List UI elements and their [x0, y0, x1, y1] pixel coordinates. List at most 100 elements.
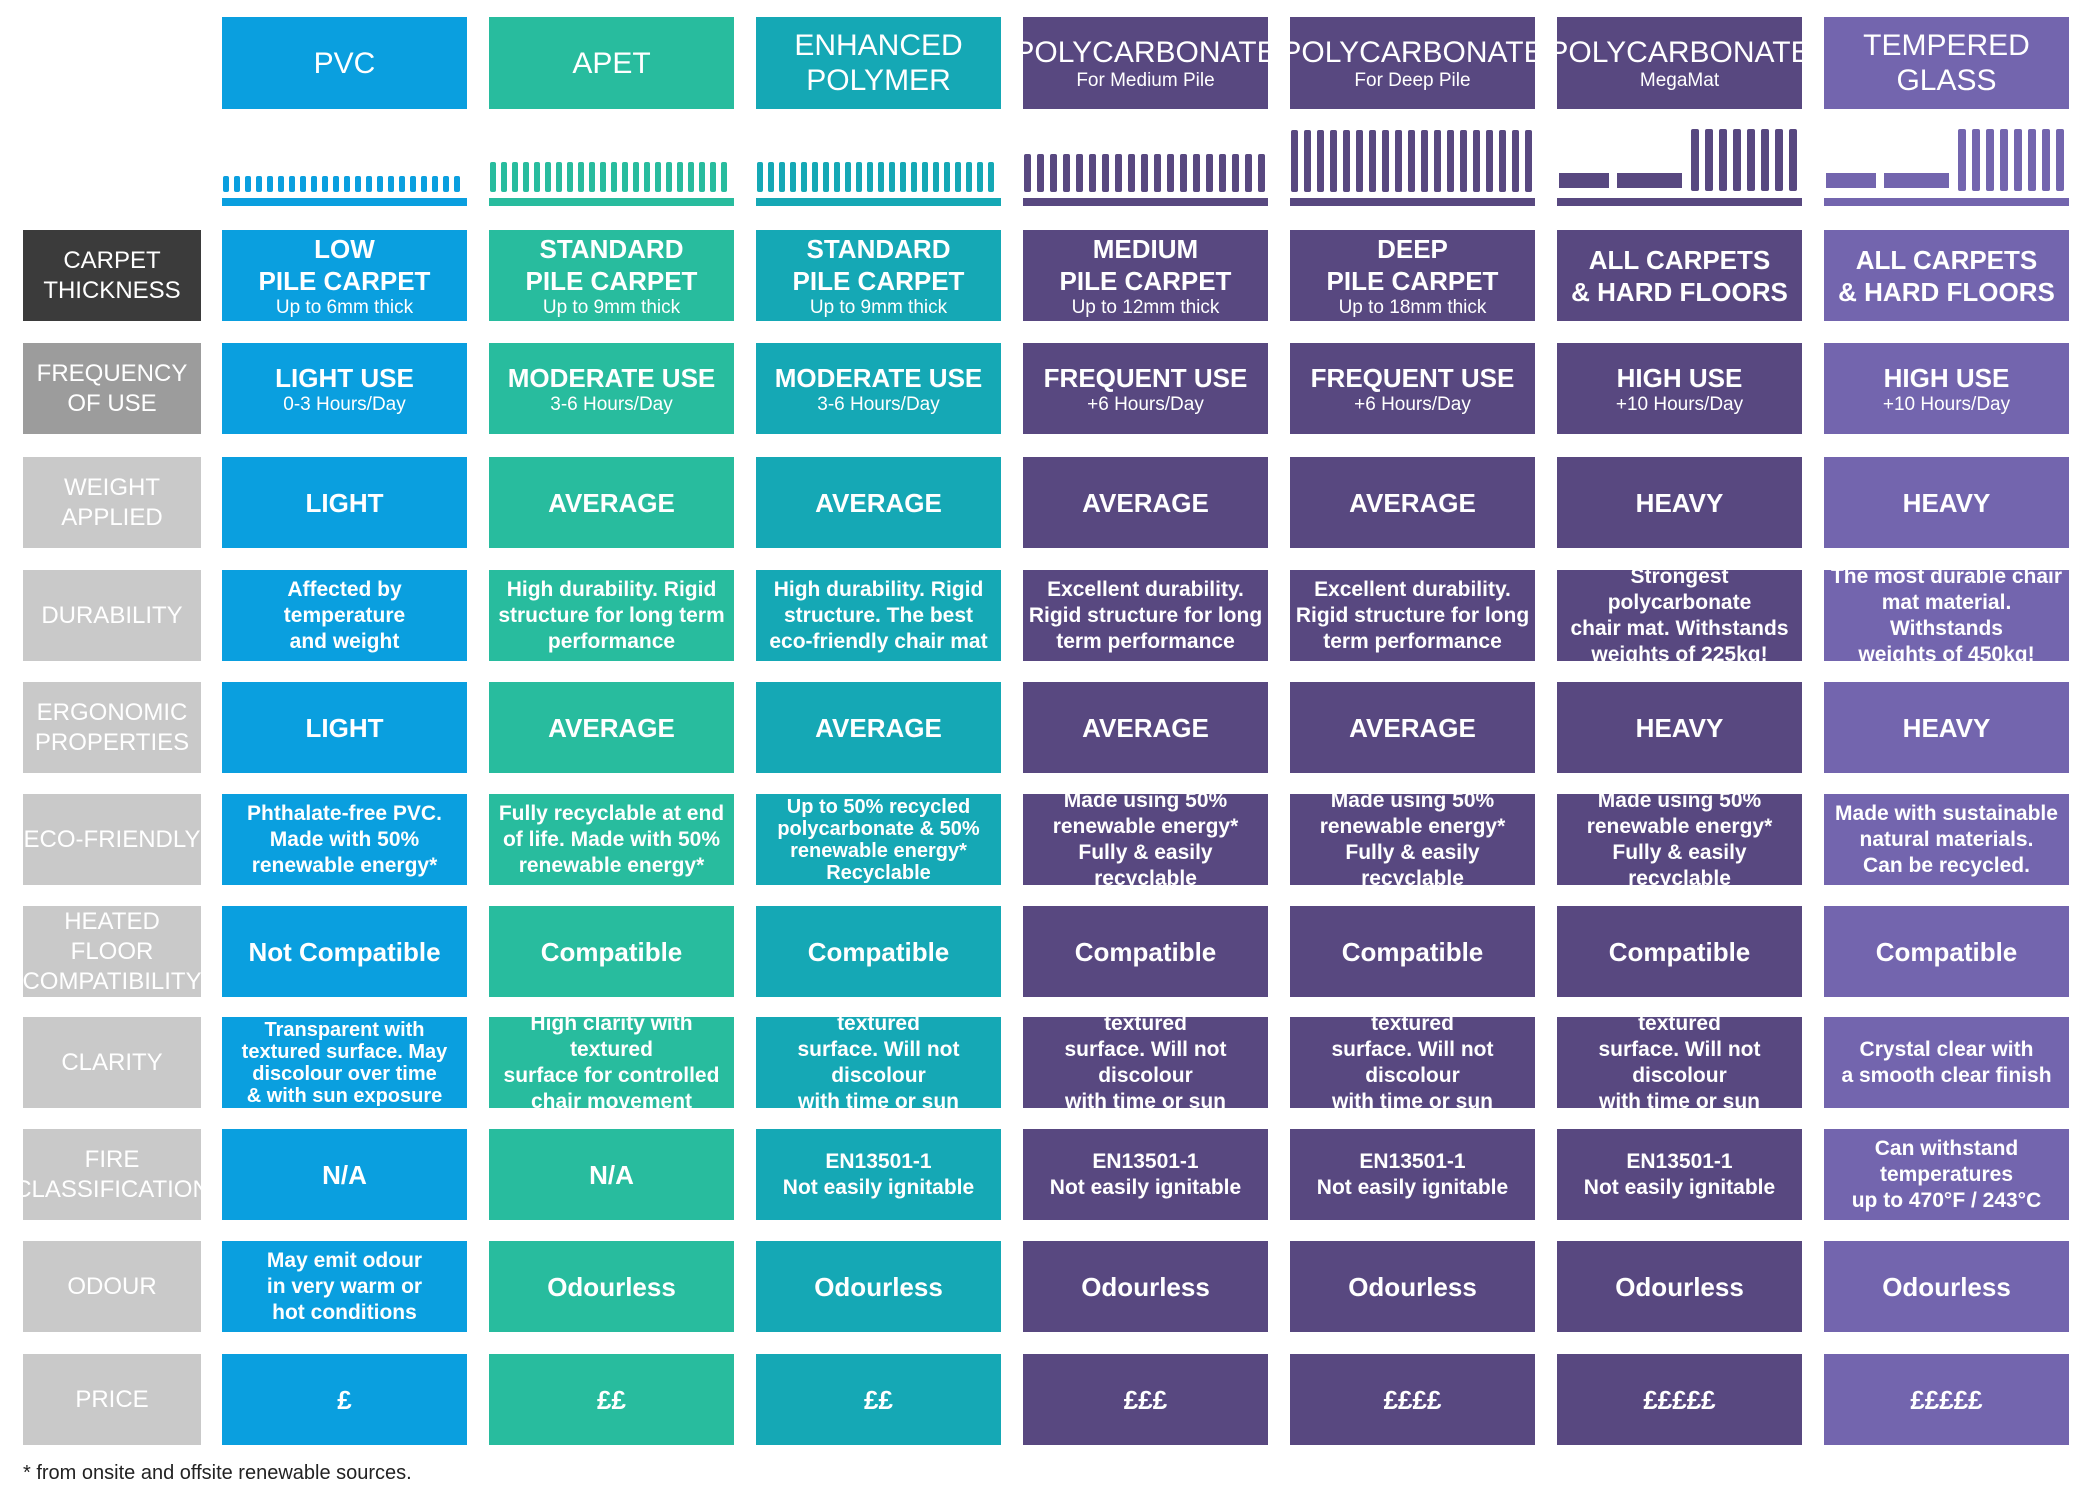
- cell-subvalue: +10 Hours/Day: [1882, 394, 2011, 415]
- column-title: PVC: [313, 46, 376, 80]
- row-label-fire-classification: FIRE CLASSIFICATION: [14, 1129, 210, 1220]
- cell-value: N/A: [589, 1159, 634, 1190]
- column-title: POLYCARBONATE: [1014, 36, 1277, 69]
- cell-value: Odourless: [1882, 1271, 2011, 1302]
- table-cell: Strongest polycarbonate chair mat. Withs…: [1557, 570, 1802, 661]
- table-cell: High clarity with textured surface. Will…: [1557, 1017, 1802, 1108]
- table-cell: LIGHT: [222, 457, 467, 548]
- table-cell: Excellent durability. Rigid structure fo…: [1290, 570, 1535, 661]
- cell-value: £££££: [1910, 1384, 1983, 1415]
- table-cell: High clarity with textured surface. Will…: [756, 1017, 1001, 1108]
- cell-value: EN13501-1 Not easily ignitable: [782, 1149, 975, 1199]
- column-header-1: PVC: [222, 17, 467, 109]
- cell-value: EN13501-1 Not easily ignitable: [1583, 1149, 1776, 1199]
- column-title: POLYCARBONATE: [1281, 36, 1544, 69]
- table-cell: AVERAGE: [1023, 682, 1268, 773]
- cell-value: Up to 50% recycled polycarbonate & 50% r…: [777, 795, 980, 884]
- cell-subvalue: Up to 6mm thick: [275, 297, 414, 318]
- cell-value: High clarity with textured surface. Will…: [1331, 1017, 1494, 1108]
- row-label-eco-friendly: ECO-FRIENDLY: [23, 794, 201, 885]
- cell-value: Transparent with textured surface. May d…: [241, 1018, 448, 1107]
- table-cell: Made using 50% renewable energy* Fully &…: [1023, 794, 1268, 885]
- cell-value: Can withstand temperatures up to 470°F /…: [1851, 1136, 2042, 1212]
- table-cell: The most durable chair mat material. Wit…: [1824, 570, 2069, 661]
- table-cell: AVERAGE: [756, 457, 1001, 548]
- table-cell: HEAVY: [1557, 457, 1802, 548]
- cell-value: HIGH USE: [1883, 363, 2010, 393]
- table-cell: N/A: [489, 1129, 734, 1220]
- table-cell: AVERAGE: [756, 682, 1001, 773]
- table-cell: Odourless: [756, 1241, 1001, 1332]
- table-cell: LIGHT: [222, 682, 467, 773]
- cell-value: ££££: [1383, 1384, 1442, 1415]
- cell-value: LIGHT: [305, 712, 384, 743]
- cell-value: High durability. Rigid structure for lon…: [498, 577, 725, 653]
- column-header-2: APET: [489, 17, 734, 109]
- column-subtitle: For Medium Pile: [1076, 70, 1215, 91]
- table-cell: ££££: [1290, 1354, 1535, 1445]
- table-cell: ALL CARPETS & HARD FLOORS: [1557, 230, 1802, 321]
- cell-subvalue: 0-3 Hours/Day: [283, 394, 406, 415]
- cell-value: AVERAGE: [1349, 487, 1476, 518]
- table-cell: £££££: [1557, 1354, 1802, 1445]
- cell-value: STANDARD PILE CARPET: [525, 234, 698, 296]
- cell-value: Fully recyclable at end of life. Made wi…: [498, 801, 725, 877]
- cell-subvalue: 3-6 Hours/Day: [550, 394, 673, 415]
- cell-value: EN13501-1 Not easily ignitable: [1316, 1149, 1509, 1199]
- cell-subvalue: +6 Hours/Day: [1354, 394, 1471, 415]
- cell-value: DEEP PILE CARPET: [1326, 234, 1499, 296]
- cell-value: The most durable chair mat material. Wit…: [1830, 570, 2063, 661]
- table-cell: FREQUENT USE+6 Hours/Day: [1290, 343, 1535, 434]
- table-cell: High clarity with textured surface. Will…: [1023, 1017, 1268, 1108]
- cell-value: ££: [864, 1384, 893, 1415]
- table-cell: £££££: [1824, 1354, 2069, 1445]
- table-cell: AVERAGE: [1290, 682, 1535, 773]
- table-cell: High clarity with textured surface. Will…: [1290, 1017, 1535, 1108]
- table-cell: EN13501-1 Not easily ignitable: [756, 1129, 1001, 1220]
- row-label-durability: DURABILITY: [23, 570, 201, 661]
- cell-value: HEAVY: [1902, 712, 1991, 743]
- table-cell: Not Compatible: [222, 906, 467, 997]
- cell-value: Compatible: [1341, 936, 1484, 967]
- table-cell: HIGH USE+10 Hours/Day: [1824, 343, 2069, 434]
- footnote: * from onsite and offsite renewable sour…: [23, 1462, 412, 1484]
- table-cell: EN13501-1 Not easily ignitable: [1023, 1129, 1268, 1220]
- cell-value: LIGHT USE: [275, 363, 414, 393]
- cell-subvalue: 3-6 Hours/Day: [817, 394, 940, 415]
- table-cell: Odourless: [1557, 1241, 1802, 1332]
- row-label-ergonomic-properties: ERGONOMIC PROPERTIES: [23, 682, 201, 773]
- row-label-carpet-thickness: CARPET THICKNESS: [23, 230, 201, 321]
- cell-subvalue: Up to 18mm thick: [1338, 297, 1487, 318]
- table-cell: Compatible: [1290, 906, 1535, 997]
- table-cell: ££: [756, 1354, 1001, 1445]
- cell-value: FREQUENT USE: [1310, 363, 1515, 393]
- cell-subvalue: +6 Hours/Day: [1087, 394, 1204, 415]
- cell-value: HIGH USE: [1616, 363, 1743, 393]
- table-cell: FREQUENT USE+6 Hours/Day: [1023, 343, 1268, 434]
- cell-value: Made using 50% renewable energy* Fully &…: [1586, 794, 1773, 885]
- cell-value: AVERAGE: [548, 487, 675, 518]
- cell-subvalue: Up to 9mm thick: [809, 297, 948, 318]
- cell-value: Made using 50% renewable energy* Fully &…: [1052, 794, 1239, 885]
- cell-value: Made using 50% renewable energy* Fully &…: [1319, 794, 1506, 885]
- table-cell: Compatible: [489, 906, 734, 997]
- cell-value: £: [337, 1384, 352, 1415]
- column-header-3: ENHANCED POLYMER: [756, 17, 1001, 109]
- cell-value: HEAVY: [1635, 712, 1724, 743]
- table-cell: Compatible: [1023, 906, 1268, 997]
- table-cell: Made with sustainable natural materials.…: [1824, 794, 2069, 885]
- medium-pile-icon: [1023, 123, 1268, 208]
- cell-value: STANDARD PILE CARPET: [792, 234, 965, 296]
- cell-value: High durability. Rigid structure. The be…: [769, 577, 988, 653]
- cell-value: £££: [1123, 1384, 1168, 1415]
- cell-subvalue: Up to 12mm thick: [1071, 297, 1220, 318]
- cell-value: May emit odour in very warm or hot condi…: [266, 1248, 423, 1324]
- cell-value: HEAVY: [1902, 487, 1991, 518]
- cell-value: Compatible: [1875, 936, 2018, 967]
- cell-value: Odourless: [1615, 1271, 1744, 1302]
- cell-value: High clarity with textured surface. Will…: [1598, 1017, 1761, 1108]
- cell-subvalue: Up to 9mm thick: [542, 297, 681, 318]
- row-label-price: PRICE: [23, 1354, 201, 1445]
